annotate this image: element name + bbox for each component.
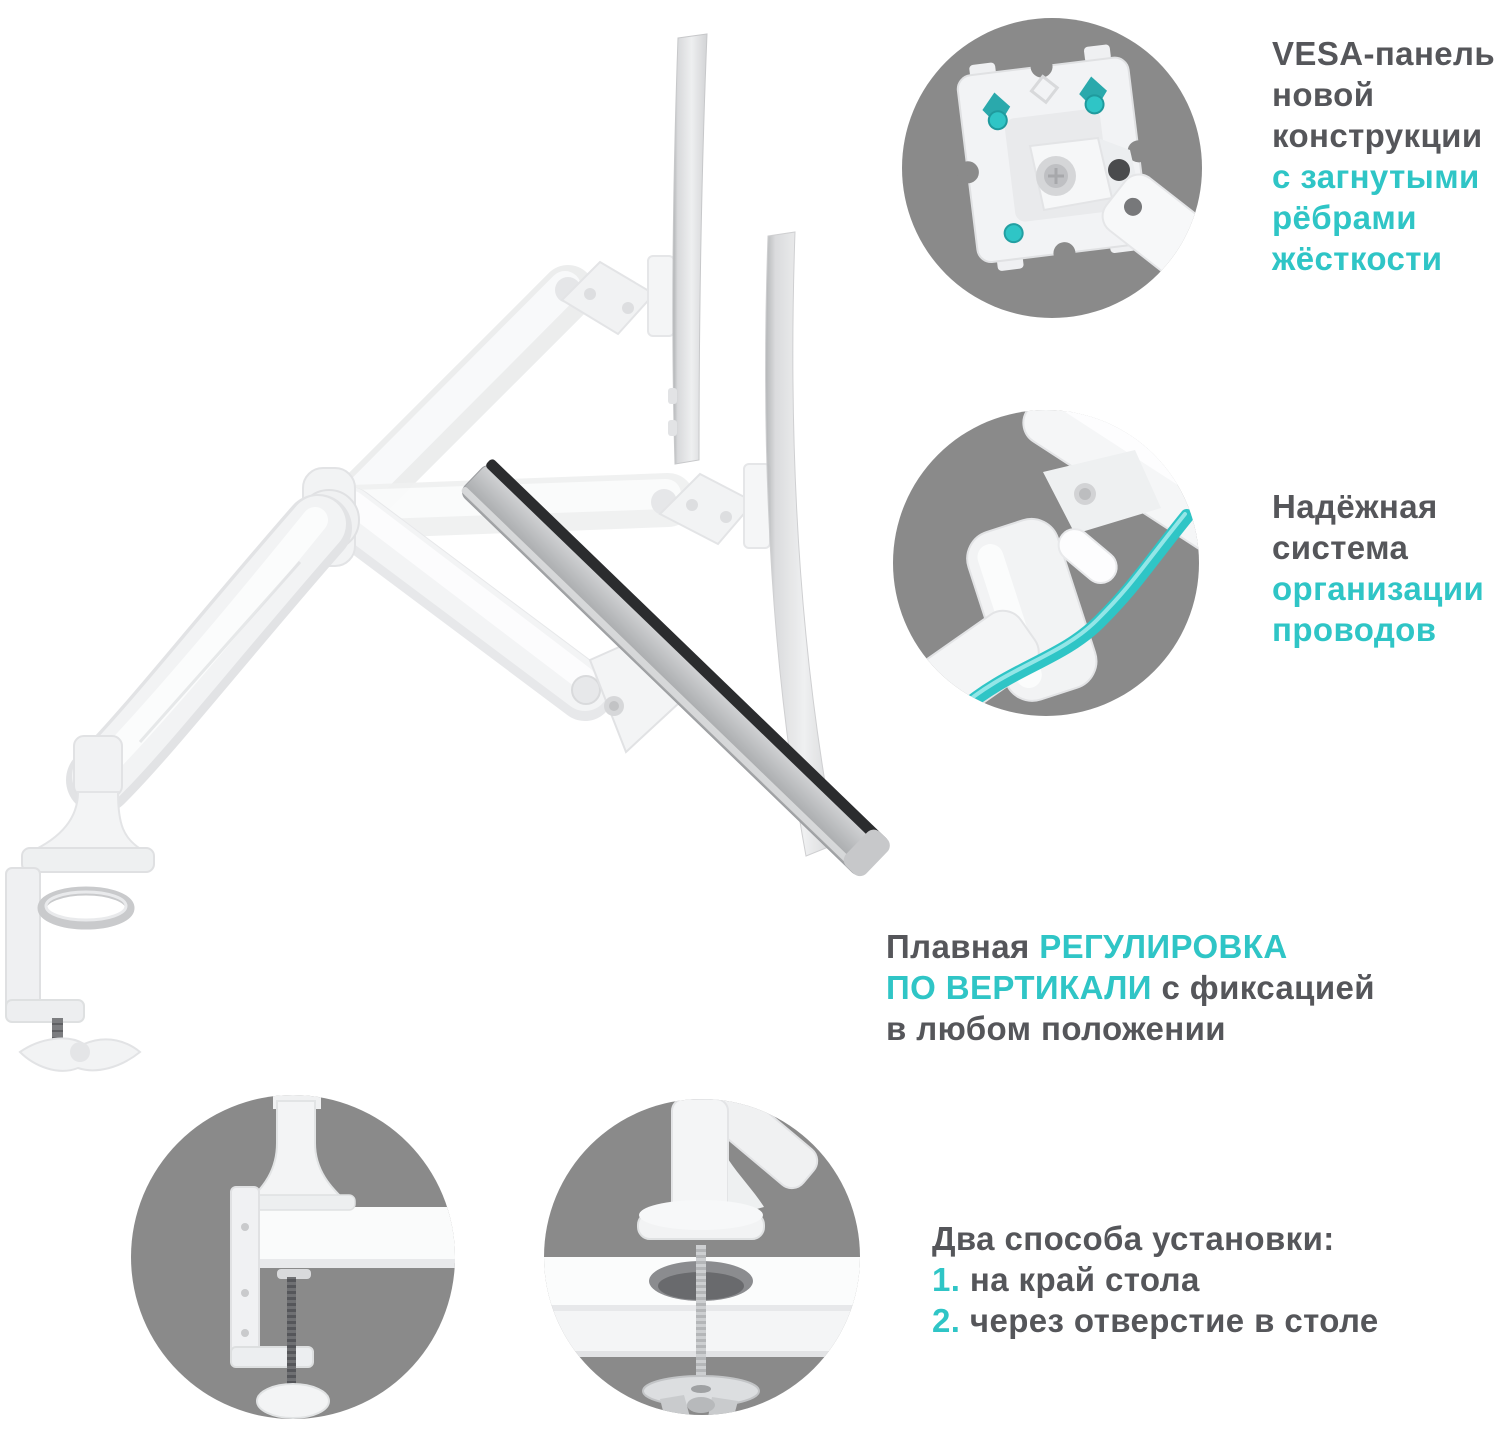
routed-cable — [952, 509, 1194, 716]
clamp-knob — [256, 1383, 330, 1419]
grommet-base-disc — [637, 1200, 765, 1240]
callout-vesa-line2: новой — [1272, 76, 1375, 113]
grommet-mount-detail-circle — [544, 1099, 860, 1415]
callout-vesa-line1: VESA-панель — [1272, 35, 1496, 72]
desk-edge-clamp-closeup — [230, 1095, 455, 1419]
callout-installation-methods: Два способа установки: 1. на край стола … — [932, 1218, 1379, 1341]
callout-vesa-line3: конструкции — [1272, 117, 1483, 154]
callout-cable-line2: система — [1272, 529, 1409, 566]
base-post — [671, 1099, 764, 1218]
grommet-mount-closeup — [544, 1099, 860, 1415]
vesa-plate-detail-circle — [902, 18, 1202, 318]
hinge-plate — [1043, 450, 1161, 534]
callout-height-line3: в любом положении — [886, 1010, 1226, 1047]
desk-clamp-base — [5, 735, 155, 1072]
gas-spring-arm — [66, 494, 352, 814]
ghost-monitor-upper — [668, 33, 708, 465]
callout-vesa-line4: с загнутыми — [1272, 158, 1480, 195]
clamp-mount-detail-circle — [131, 1095, 455, 1419]
c-clamp — [230, 1186, 330, 1419]
install-item1: 1. на край стола — [932, 1259, 1379, 1300]
height-line2-gray: с фиксацией — [1151, 969, 1375, 1006]
callout-cable-line3: организации — [1272, 570, 1485, 607]
grommet-bolt — [696, 1245, 706, 1395]
tilted-monitor — [461, 459, 890, 877]
vesa-plate-closeup — [956, 44, 1202, 306]
install-item2: 2. через отверстие в столе — [932, 1300, 1379, 1341]
desk-surface — [243, 1207, 455, 1263]
install-item1-text: на край стола — [960, 1261, 1200, 1298]
install-title: Два способа установки: — [932, 1220, 1335, 1257]
callout-height-line2: ПО ВЕРТИКАЛИ с фиксацией — [886, 967, 1375, 1008]
callout-vesa-line5: рёбрами — [1272, 199, 1417, 236]
install-item1-number: 1. — [932, 1261, 961, 1298]
monitor-arm-illustration — [5, 33, 890, 1072]
height-line2-accent: ПО ВЕРТИКАЛИ — [886, 969, 1152, 1006]
brand-logo-emboss — [1029, 74, 1060, 105]
install-item2-text: через отверстие в столе — [960, 1302, 1379, 1339]
callout-height-line1: Плавная РЕГУЛИРОВКА — [886, 926, 1375, 967]
cable-routing-detail-circle — [893, 410, 1199, 716]
callout-cable-line4: проводов — [1272, 611, 1437, 648]
cable-routing-closeup — [893, 410, 1199, 716]
callout-vesa-line6: жёсткости — [1272, 240, 1443, 277]
height-line1-gray: Плавная — [886, 928, 1040, 965]
arm-stub — [699, 1099, 819, 1190]
callout-cable-line1: Надёжная — [1272, 488, 1438, 525]
cable-clip — [1057, 528, 1118, 584]
install-item2-number: 2. — [932, 1302, 961, 1339]
vesa-hub — [1028, 136, 1142, 212]
callout-vesa-panel: VESA-панель новой конструкции с загнутым… — [1272, 33, 1495, 279]
callout-height-adjustment: Плавная РЕГУЛИРОВКА ПО ВЕРТИКАЛИ с фикса… — [886, 926, 1375, 1049]
callout-cable-system: Надёжная система организации проводов — [1272, 486, 1484, 650]
ghost-arm-raised — [325, 255, 675, 535]
washer-and-wing-nut — [642, 1375, 760, 1415]
height-line1-accent: РЕГУЛИРОВКА — [1039, 928, 1288, 965]
